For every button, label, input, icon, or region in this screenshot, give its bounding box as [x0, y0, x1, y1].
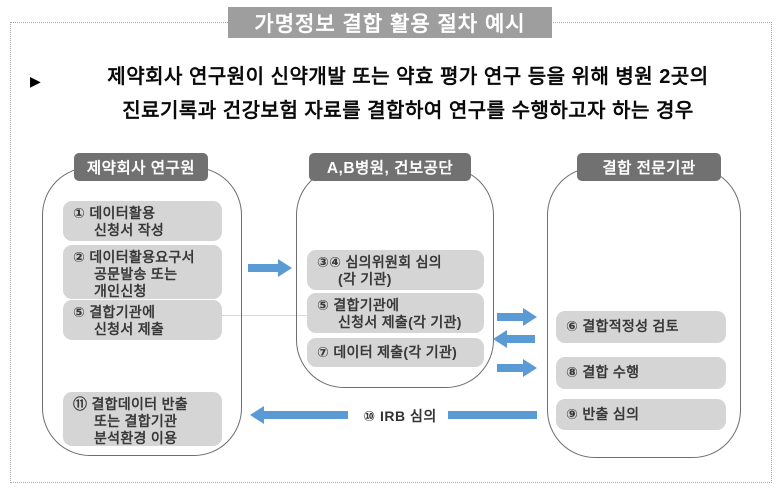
lane-header-pharma-researcher: 제약회사 연구원 [74, 153, 208, 181]
step-5-submit-application: ⑤ 결합기관에 신청서 제출 [63, 300, 222, 340]
arrow-right-lane1-to-lane2-icon [248, 259, 292, 277]
step-1-write-application: ① 데이터활용 신청서 작성 [63, 201, 222, 241]
bullet-triangle-icon: ▶ [30, 73, 41, 89]
intro-text: 제약회사 연구원이 신약개발 또는 약효 평가 연구 등을 위해 병원 2곳의 … [107, 66, 709, 122]
arrow-left-lane3-to-lane2-icon [493, 330, 535, 348]
arrow-left-irb-head-icon [250, 406, 348, 424]
page-title: 가명정보 결합 활용 절차 예시 [228, 7, 552, 38]
arrow-irb-tail-segment-icon [448, 411, 537, 419]
step-2-send-request: ② 데이터활용요구서 공문발송 또는 개인신청 [63, 245, 222, 299]
step-7-submit-data: ⑦ 데이터 제출(각 기관) [307, 338, 484, 367]
step-5-submit-to-linking-agency: ⑤ 결합기관에 신청서 제출(각 기관) [307, 293, 484, 333]
step-9-export-review: ⑨ 반출 심의 [556, 399, 726, 430]
step-6-adequacy-review: ⑥ 결합적정성 검토 [556, 311, 726, 343]
arrow-right-lane2-to-lane3-bottom-icon [497, 359, 537, 377]
step-11-export-or-use-env: ⑪ 결합데이터 반출 또는 결합기관 분석환경 이용 [63, 392, 222, 446]
lane-header-linking-agency: 결합 전문기관 [577, 153, 721, 181]
step-3-4-committee-review: ③④ 심의위원회 심의 (각 기관) [307, 250, 484, 290]
intro-paragraph: ▶ 제약회사 연구원이 신약개발 또는 약효 평가 연구 등을 위해 병원 2곳… [30, 60, 756, 128]
lane-header-hospitals-nhis: A,B병원, 건보공단 [309, 153, 471, 181]
arrow-right-lane2-to-lane3-top-icon [497, 308, 537, 326]
step-8-perform-linking: ⑧ 결합 수행 [556, 357, 726, 389]
irb-review-label: ⑩ IRB 심의 [363, 408, 437, 424]
step5-connector-line [222, 315, 308, 316]
